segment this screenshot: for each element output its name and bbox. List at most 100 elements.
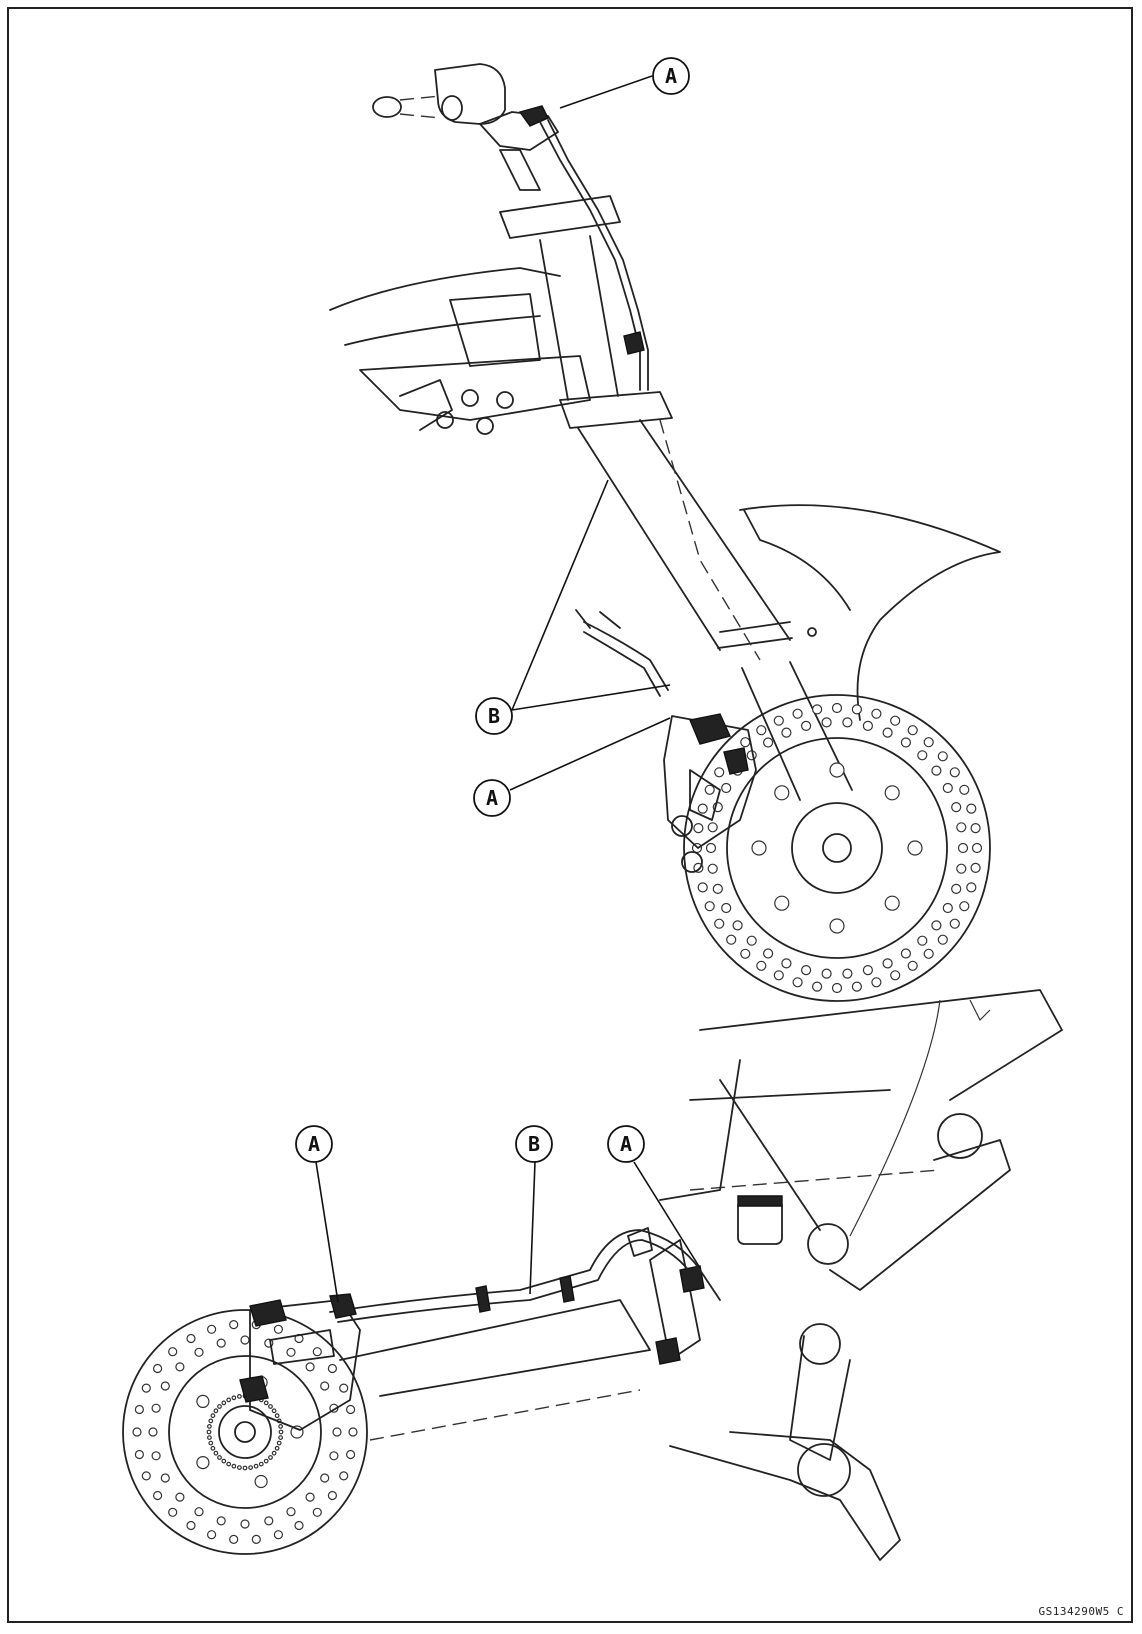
abs-sensor-tooth: [278, 1423, 284, 1429]
disc-perforation-hole: [951, 801, 962, 813]
disc-perforation-hole: [721, 902, 732, 914]
disc-perforation-hole: [175, 1362, 185, 1372]
abs-sensor-tooth: [278, 1429, 284, 1435]
disc-perforation-hole: [153, 1490, 163, 1501]
abs-sensor-tooth: [274, 1445, 280, 1451]
front-fork: [577, 419, 853, 801]
disc-perforation-hole: [917, 750, 928, 761]
disc-perforation-hole: [141, 1471, 151, 1481]
disc-perforation-hole: [740, 948, 751, 959]
disc-perforation-hole: [931, 920, 942, 931]
disc-perforation-hole: [831, 702, 843, 714]
abs-sensor-tooth: [271, 1450, 277, 1456]
disc-perforation-hole: [871, 708, 882, 719]
disc-perforation-hole: [151, 1403, 161, 1413]
disc-perforation-hole: [305, 1492, 315, 1502]
abs-sensor-tooth: [258, 1461, 264, 1467]
disc-perforation-hole: [186, 1520, 196, 1531]
front-brake-disc: [683, 694, 991, 1002]
disc-perforation-hole: [186, 1333, 196, 1344]
disc-perforation-hole: [792, 977, 803, 988]
abs-sensor-tooth: [210, 1413, 216, 1419]
disc-perforation-hole: [971, 842, 983, 854]
disc-perforation-hole: [273, 1530, 283, 1540]
disc-perforation-hole: [966, 803, 977, 814]
disc-perforation-hole: [216, 1516, 226, 1526]
disc-perforation-hole: [811, 704, 823, 715]
disc-perforation-hole: [773, 970, 784, 981]
disc-rivet: [829, 918, 845, 934]
swingarm: [339, 1299, 651, 1397]
callout-a-rear-caliper: A: [295, 1125, 333, 1163]
disc-perforation-hole: [714, 918, 725, 929]
leader-line-a-rear-master: [633, 1161, 701, 1269]
disc-perforation-hole: [286, 1347, 296, 1357]
front-fender: [739, 504, 1001, 721]
disc-perforation-hole: [329, 1451, 339, 1461]
steering-head: [499, 149, 673, 429]
disc-perforation-hole: [320, 1473, 330, 1483]
disc-perforation-hole: [721, 782, 732, 794]
abs-sensor-tooth: [231, 1463, 237, 1469]
figure-code: GS134290W5 C: [1038, 1605, 1124, 1618]
callout-a-rear-master-cylinder: A: [607, 1125, 645, 1163]
svg-text:A: A: [665, 64, 677, 88]
disc-perforation-hole: [831, 982, 843, 994]
disc-perforation-hole: [907, 960, 918, 971]
front-frame: [329, 267, 591, 435]
disc-perforation-hole: [942, 782, 953, 794]
disc-perforation-hole: [160, 1473, 170, 1483]
svg-text:B: B: [528, 1132, 540, 1156]
abs-sensor-tooth: [213, 1450, 219, 1456]
disc-perforation-hole: [312, 1347, 322, 1357]
disc-perforation-hole: [931, 765, 942, 776]
disc-perforation-hole: [273, 1324, 283, 1334]
disc-perforation-hole: [697, 882, 708, 893]
disc-perforation-hole: [842, 717, 853, 728]
disc-perforation-hole: [153, 1363, 163, 1374]
disc-perforation-hole: [707, 822, 718, 833]
disc-perforation-hole: [286, 1507, 296, 1517]
abs-sensor-tooth: [217, 1404, 222, 1409]
abs-sensor-tooth: [242, 1465, 248, 1471]
abs-sensor-tooth: [217, 1455, 222, 1460]
disc-perforation-hole: [923, 948, 934, 959]
leader-line-b-front-2: [511, 684, 671, 711]
abs-sensor-tooth: [278, 1435, 284, 1440]
disc-perforation-hole: [851, 704, 863, 715]
leader-line-b-rear: [529, 1161, 536, 1295]
disc-perforation-hole: [862, 720, 874, 732]
disc-perforation-hole: [194, 1347, 204, 1357]
front-brake-hose: [539, 121, 641, 391]
disc-perforation-hole: [339, 1383, 349, 1393]
disc-rivet: [196, 1455, 210, 1470]
disc-perforation-hole: [229, 1534, 239, 1545]
svg-text:B: B: [488, 704, 500, 728]
disc-perforation-hole: [966, 882, 977, 893]
disc-rivet: [829, 762, 845, 778]
disc-perforation-hole: [240, 1335, 250, 1345]
disc-perforation-hole: [168, 1347, 178, 1357]
disc-perforation-hole: [890, 715, 901, 726]
abs-sensor-tooth: [208, 1440, 214, 1446]
disc-perforation-hole: [348, 1427, 358, 1437]
disc-perforation-hole: [714, 767, 725, 778]
front-brake-assembly: [329, 63, 1001, 1002]
disc-perforation-hole: [332, 1427, 342, 1437]
disc-perforation-hole: [264, 1516, 274, 1526]
disc-perforation-hole: [890, 970, 901, 981]
disc-rivet: [907, 840, 923, 856]
disc-perforation-hole: [151, 1451, 161, 1461]
disc-perforation-hole: [712, 883, 723, 895]
disc-perforation-hole: [134, 1449, 144, 1460]
abs-sensor-tooth: [206, 1435, 212, 1440]
disc-perforation-hole: [957, 842, 969, 854]
disc-perforation-hole: [959, 901, 970, 912]
disc-perforation-hole: [956, 863, 967, 874]
abs-sensor-tooth: [231, 1395, 237, 1401]
page-frame: [7, 7, 1133, 1623]
disc-perforation-hole: [346, 1449, 356, 1460]
disc-perforation-hole: [756, 725, 767, 736]
disc-perforation-hole: [168, 1507, 178, 1517]
